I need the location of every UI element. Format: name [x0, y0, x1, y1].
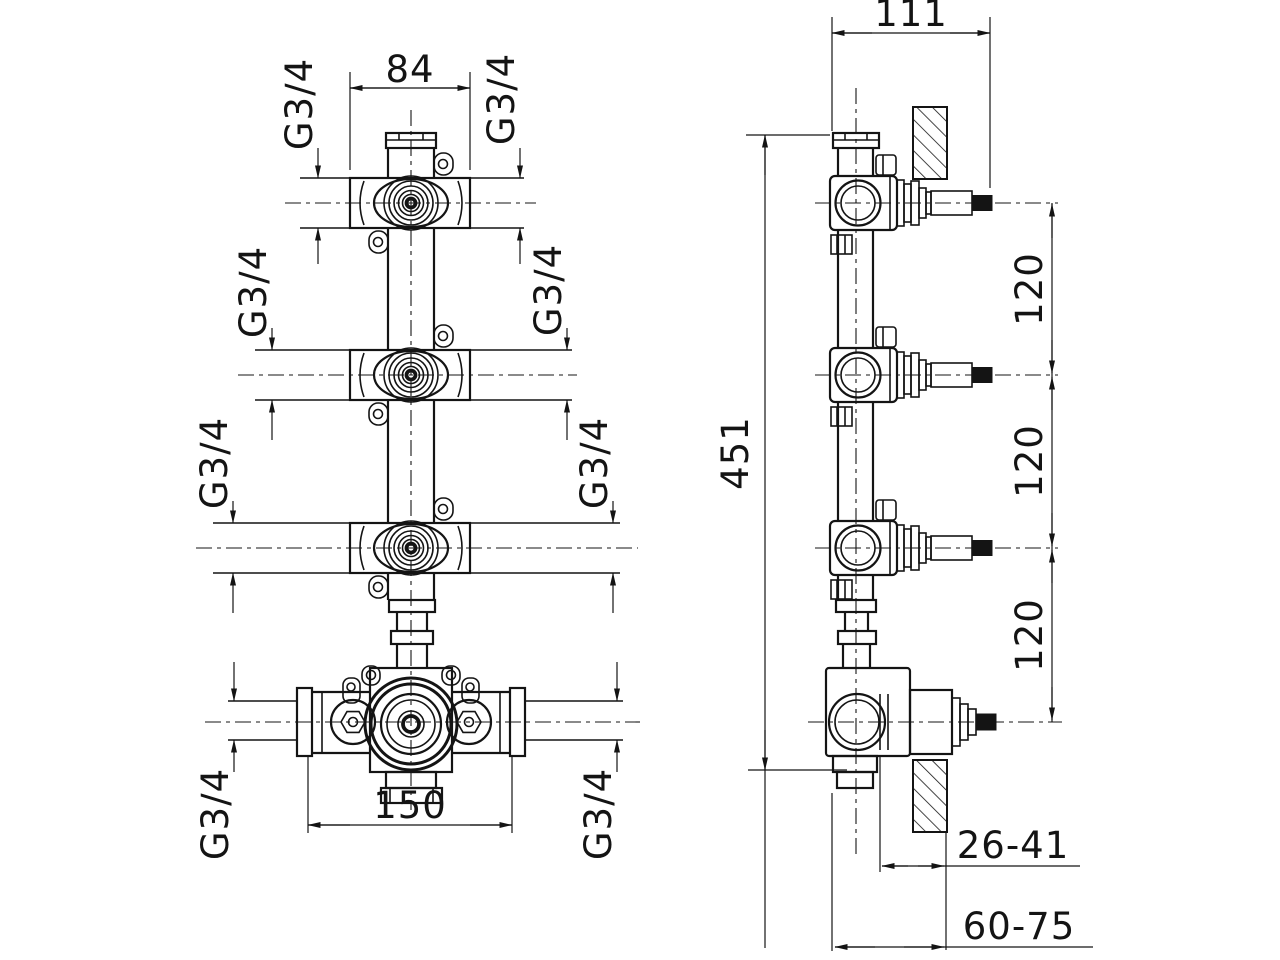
dim-spacing-label-1: 120: [1008, 252, 1051, 326]
thread-callout-v2-left: G3/4: [232, 246, 275, 440]
dim-bottom-width-label: 150: [373, 784, 447, 827]
thread-callout-v2-right: G3/4: [527, 244, 570, 440]
thread-label: G3/4: [573, 417, 616, 509]
thread-label: G3/4: [194, 768, 237, 860]
thread-callout-v1-left: G3/4: [278, 58, 321, 264]
thread-callout-v3-right: G3/4: [573, 417, 616, 613]
dim-top-width-label: 84: [385, 48, 434, 91]
thread-callout-mixer-right: G3/4: [577, 662, 620, 860]
thread-label: G3/4: [193, 417, 236, 509]
wall-section-top: [912, 106, 948, 180]
dim-overall-height: 451: [714, 134, 847, 948]
dim-spacing-label-2: 120: [1008, 424, 1051, 498]
wall-section-bottom: [912, 759, 948, 950]
thread-label: G3/4: [577, 768, 620, 860]
thread-label: G3/4: [480, 53, 523, 145]
dim-wall-total: 60-75: [831, 793, 1093, 951]
thread-label: G3/4: [527, 244, 570, 336]
dim-top-width: 84: [349, 48, 471, 170]
thread-callout-v3-left: G3/4: [193, 417, 236, 613]
front-riser-pipe: [384, 131, 438, 668]
mixer-front: [295, 665, 527, 805]
mixer-side: [824, 666, 997, 790]
dim-wall-to-body: 26-41: [879, 756, 1080, 872]
dim-overall-height-label: 451: [714, 416, 757, 490]
thread-callout-mixer-left: G3/4: [194, 662, 237, 860]
dim-port-spacing-chain: 120 120 120: [1008, 203, 1055, 722]
dim-depth-top: 111: [831, 0, 991, 188]
dim-spacing-label-3: 120: [1008, 598, 1051, 672]
dim-wall-to-body-label: 26-41: [957, 824, 1070, 867]
side-centerlines: [808, 88, 1062, 858]
side-riser-pipe: [831, 131, 881, 668]
thread-label: G3/4: [232, 246, 275, 338]
thread-label: G3/4: [278, 58, 321, 150]
valve-side-3: [828, 498, 994, 601]
valve-side-1: [828, 153, 994, 256]
valve-side-2: [828, 325, 994, 428]
thread-callout-v1-right: G3/4: [480, 53, 523, 264]
side-view: 111 451 120 120 120 26-41: [714, 0, 1093, 951]
dim-bottom-width: 150: [307, 757, 513, 833]
front-view: 84 150 G3/4 G3/4 G3/4 G3/4: [193, 48, 640, 860]
dim-depth-top-label: 111: [874, 0, 948, 35]
dim-wall-total-label: 60-75: [963, 905, 1076, 948]
